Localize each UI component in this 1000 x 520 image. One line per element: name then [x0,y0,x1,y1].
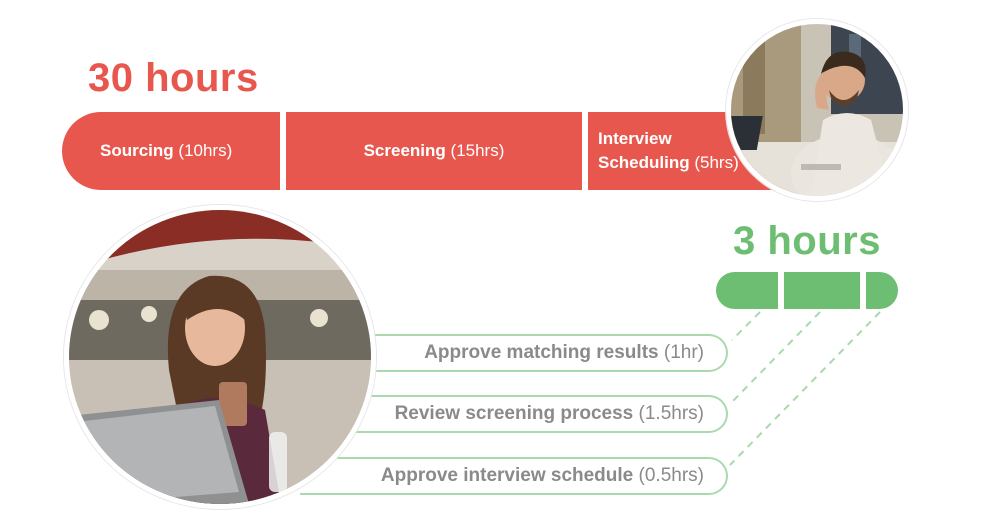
stressed-man-photo [726,19,908,201]
segment-interview-name-line2: Scheduling [598,153,690,172]
segment-sourcing-duration: (10hrs) [178,141,233,160]
task-approve-matching: Approve matching results (1hr) [352,334,728,372]
automated-segment-1 [716,272,778,309]
connector-3 [729,311,881,466]
segment-screening: Screening (15hrs) [286,112,582,190]
task-3-duration: (0.5hrs) [638,465,704,486]
segment-sourcing-name: Sourcing [100,141,174,160]
manual-total-label: 30 hours [88,56,259,100]
task-1-name: Approve matching results [424,342,659,363]
segment-sourcing: Sourcing (10hrs) [62,112,280,190]
automated-total-label: 3 hours [733,219,881,263]
segment-interview-name-line1: Interview [598,129,672,148]
task-2-duration: (1.5hrs) [638,403,704,424]
segment-interview-duration: (5hrs) [694,153,739,172]
task-approve-interview: Approve interview schedule (0.5hrs) [300,457,728,495]
task-1-duration: (1hr) [663,342,704,363]
task-3-name: Approve interview schedule [380,465,634,486]
connector-1 [731,311,761,341]
task-2-name: Review screening process [394,403,634,424]
task-review-screening: Review screening process (1.5hrs) [330,395,728,433]
automated-segment-3 [866,272,898,309]
smiling-woman-photo [64,205,376,509]
segment-screening-duration: (15hrs) [450,141,505,160]
connector-2 [731,311,821,403]
segment-screening-name: Screening [363,141,446,160]
automated-segment-2 [784,272,860,309]
